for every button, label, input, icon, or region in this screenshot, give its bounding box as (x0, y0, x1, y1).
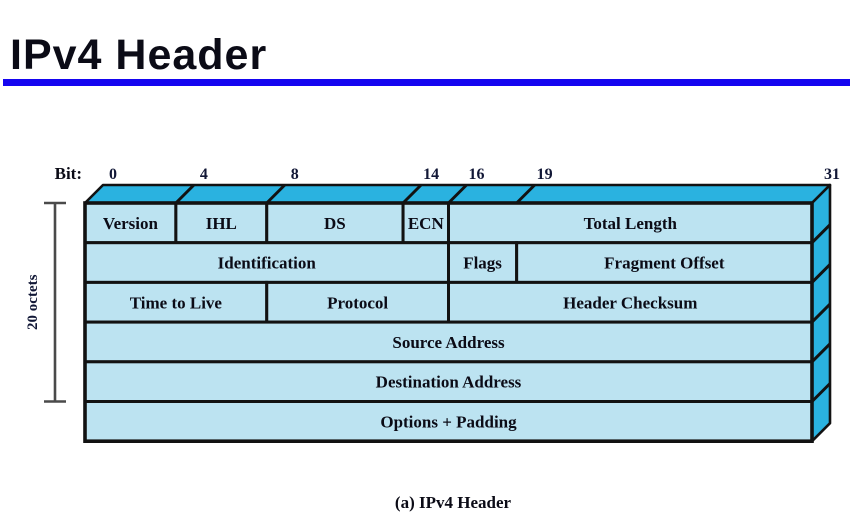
top-face-divider (174, 183, 195, 205)
field-cell-source-address (83, 320, 814, 364)
top-face-divider (447, 183, 468, 205)
right-face-divider (810, 342, 832, 363)
field-cell-ds (265, 201, 405, 245)
field-cell-flags (447, 241, 519, 284)
top-face-divider (402, 183, 423, 205)
figure-caption: (a) IPv4 Header (394, 493, 512, 512)
field-label-ds: DS (324, 214, 346, 233)
right-face-divider (810, 382, 832, 403)
bit-tick-label-8: 8 (291, 166, 299, 183)
bit-axis-label: Bit: (55, 164, 82, 183)
field-label-source-address: Source Address (392, 333, 505, 352)
top-face-divider (265, 183, 286, 205)
right-face-divider (810, 263, 832, 284)
bit-tick-label-4: 4 (200, 166, 208, 183)
field-cell-ihl (174, 201, 269, 245)
field-cell-fragment-offset (515, 241, 814, 284)
field-label-ecn: ECN (408, 214, 445, 233)
field-label-destination-address: Destination Address (376, 373, 522, 392)
bit-tick-label-14: 14 (423, 166, 439, 183)
bit-tick-label-19: 19 (537, 166, 553, 183)
field-label-options-padding: Options + Padding (380, 412, 517, 431)
field-label-time-to-live: Time to Live (130, 293, 223, 312)
field-label-total-length: Total Length (584, 214, 678, 233)
page-title: IPv4 Header (10, 30, 268, 79)
bit-tick-label-0: 0 (109, 166, 117, 183)
field-label-flags: Flags (463, 254, 502, 273)
bit-tick-label-31: 31 (824, 166, 840, 183)
field-label-fragment-offset: Fragment Offset (604, 254, 725, 273)
field-cell-total-length (447, 201, 814, 245)
field-cell-destination-address (83, 360, 814, 403)
field-label-protocol: Protocol (327, 293, 388, 312)
header-outline (83, 201, 814, 443)
right-face-divider (810, 303, 832, 324)
top-face-divider (515, 183, 536, 205)
field-label-header-checksum: Header Checksum (563, 293, 697, 312)
field-label-ihl: IHL (206, 214, 237, 233)
field-label-version: Version (103, 214, 159, 233)
title-divider-rule (3, 79, 850, 86)
field-label-identification: Identification (218, 254, 317, 273)
right-face-divider (810, 223, 832, 244)
octets-side-label: 20 octets (25, 274, 41, 330)
bit-tick-label-16: 16 (469, 166, 485, 183)
